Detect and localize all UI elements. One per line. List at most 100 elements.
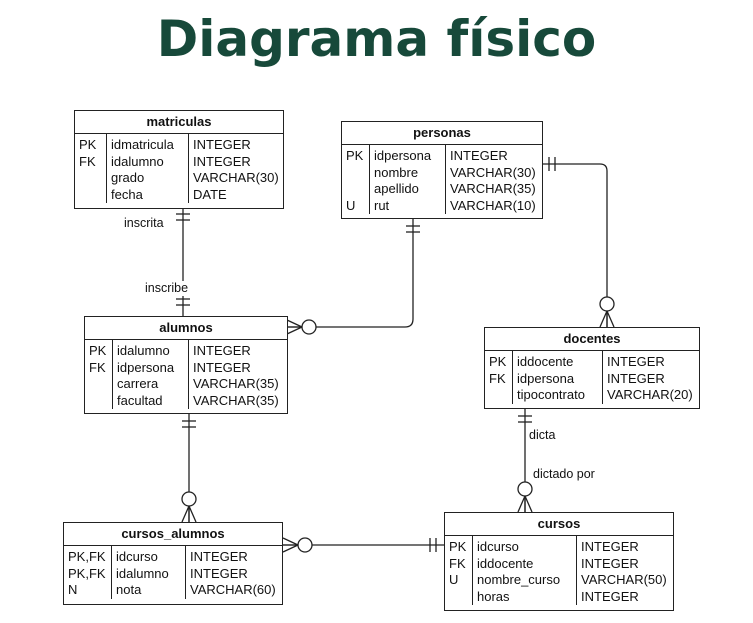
field-cell: idpersona [374,148,432,163]
key-column: PK FK U [445,536,473,605]
type-cell: VARCHAR(35) [193,376,279,391]
field-cell: idmatricula [111,137,174,152]
key-cell: U [346,197,356,213]
type-column: INTEGER INTEGER VARCHAR(35) VARCHAR(35) [189,340,287,409]
type-cell: INTEGER [193,343,251,358]
field-cell: nombre [374,164,419,180]
type-cell: INTEGER [581,539,639,554]
field-cell: apellido [374,181,419,196]
field-cell: idalumno [111,153,164,169]
type-cell: VARCHAR(50) [581,572,667,587]
type-cell: INTEGER [193,359,251,375]
field-cell: nombre_curso [477,572,561,587]
type-column: INTEGER INTEGER VARCHAR(50) INTEGER [577,536,673,605]
table-personas: personas PK U idpersona nombre apellido … [341,121,543,219]
label-dicta: dicta [527,428,558,443]
table-cursos: cursos PK FK U idcurso iddocente nombre_… [444,512,674,611]
table-title: docentes [485,328,699,351]
field-cell: iddocente [517,354,574,369]
type-cell: INTEGER [193,137,251,152]
label-inscribe: inscribe [143,281,191,296]
key-cell: PK [489,354,507,369]
field-cell: idcurso [477,539,519,554]
key-cell [346,165,365,182]
type-cell: INTEGER [193,153,251,169]
table-matriculas: matriculas PK FK idmatricula idalumno gr… [74,110,284,209]
type-cell: INTEGER [190,565,248,581]
field-cell: iddocente [477,555,534,571]
field-cell: idalumno [117,343,170,358]
key-cell: PK,FK [68,549,106,564]
key-cell: FK [489,370,506,386]
key-column: PK,FK PK,FK N [64,546,112,599]
rel-docentes-crowsfoot [599,310,615,328]
field-cell: idpersona [517,370,575,386]
key-cell [89,393,108,410]
table-title: cursos [445,513,673,536]
type-cell: VARCHAR(35) [193,392,279,408]
type-column: INTEGER INTEGER VARCHAR(30) DATE [189,134,283,203]
label-dictado-por: dictado por [531,467,597,482]
diagram-title: Diagrama físico [156,10,597,68]
key-cell: U [449,572,459,587]
table-title: matriculas [75,111,283,134]
rel-docentes-optional-circle [599,296,615,312]
key-cell: PK [346,148,364,163]
table-title: personas [342,122,542,145]
field-cell: idalumno [116,565,169,581]
type-cell: VARCHAR(30) [450,164,536,180]
rel-alumnos-crowsfoot [286,319,303,335]
key-cell [346,181,365,198]
field-column: idpersona nombre apellido rut [370,145,446,214]
label-inscrita: inscrita [122,216,166,231]
field-column: idcurso iddocente nombre_curso horas [473,536,577,605]
rel-personas-docentes [543,163,608,327]
key-cell [79,187,102,204]
type-column: INTEGER INTEGER VARCHAR(20) [603,351,699,404]
field-cell: facultad [117,392,163,408]
field-cell: carrera [117,376,159,391]
table-title: cursos_alumnos [64,523,282,546]
type-cell: INTEGER [450,148,508,163]
rel-cursosalumnos-crowsfoot [282,537,299,553]
type-column: INTEGER INTEGER VARCHAR(60) [186,546,282,599]
field-column: idcurso idalumno nota [112,546,186,599]
field-cell: idpersona [117,359,175,375]
type-cell: VARCHAR(35) [450,181,536,196]
field-cell: grado [111,170,145,185]
key-cell: N [68,582,78,597]
key-cell: FK [79,153,96,169]
key-cell: PK [449,539,467,554]
field-cell: tipocontrato [517,387,585,402]
type-cell: VARCHAR(30) [193,170,279,185]
key-cell [449,589,468,606]
key-column: PK FK [485,351,513,404]
rel-personas-alumnos [287,219,414,328]
field-cell: rut [374,197,390,213]
key-cell: FK [89,359,106,375]
type-cell: VARCHAR(60) [190,582,276,597]
type-cell: DATE [193,186,227,202]
field-cell: horas [477,588,510,604]
rel-cursos-crowsfoot [517,495,533,513]
type-column: INTEGER VARCHAR(30) VARCHAR(35) VARCHAR(… [446,145,542,214]
key-cell: PK,FK [68,565,106,581]
rel-cursosalumnos-optional-circle [297,537,313,553]
key-cell [79,170,102,187]
rel-alumnos-optional-circle [301,319,317,335]
type-cell: INTEGER [581,555,639,571]
key-cell [89,376,108,393]
field-column: idalumno idpersona carrera facultad [113,340,189,409]
type-cell: INTEGER [190,549,248,564]
key-cell: FK [449,555,466,571]
field-cell: fecha [111,186,143,202]
type-cell: INTEGER [607,370,665,386]
rel-cursos-optional-circle [517,481,533,497]
type-cell: VARCHAR(10) [450,197,536,213]
type-cell: INTEGER [607,354,665,369]
table-cursos-alumnos: cursos_alumnos PK,FK PK,FK N idcurso ida… [63,522,283,605]
key-column: PK FK [75,134,107,203]
field-column: idmatricula idalumno grado fecha [107,134,189,203]
table-docentes: docentes PK FK iddocente idpersona tipoc… [484,327,700,409]
